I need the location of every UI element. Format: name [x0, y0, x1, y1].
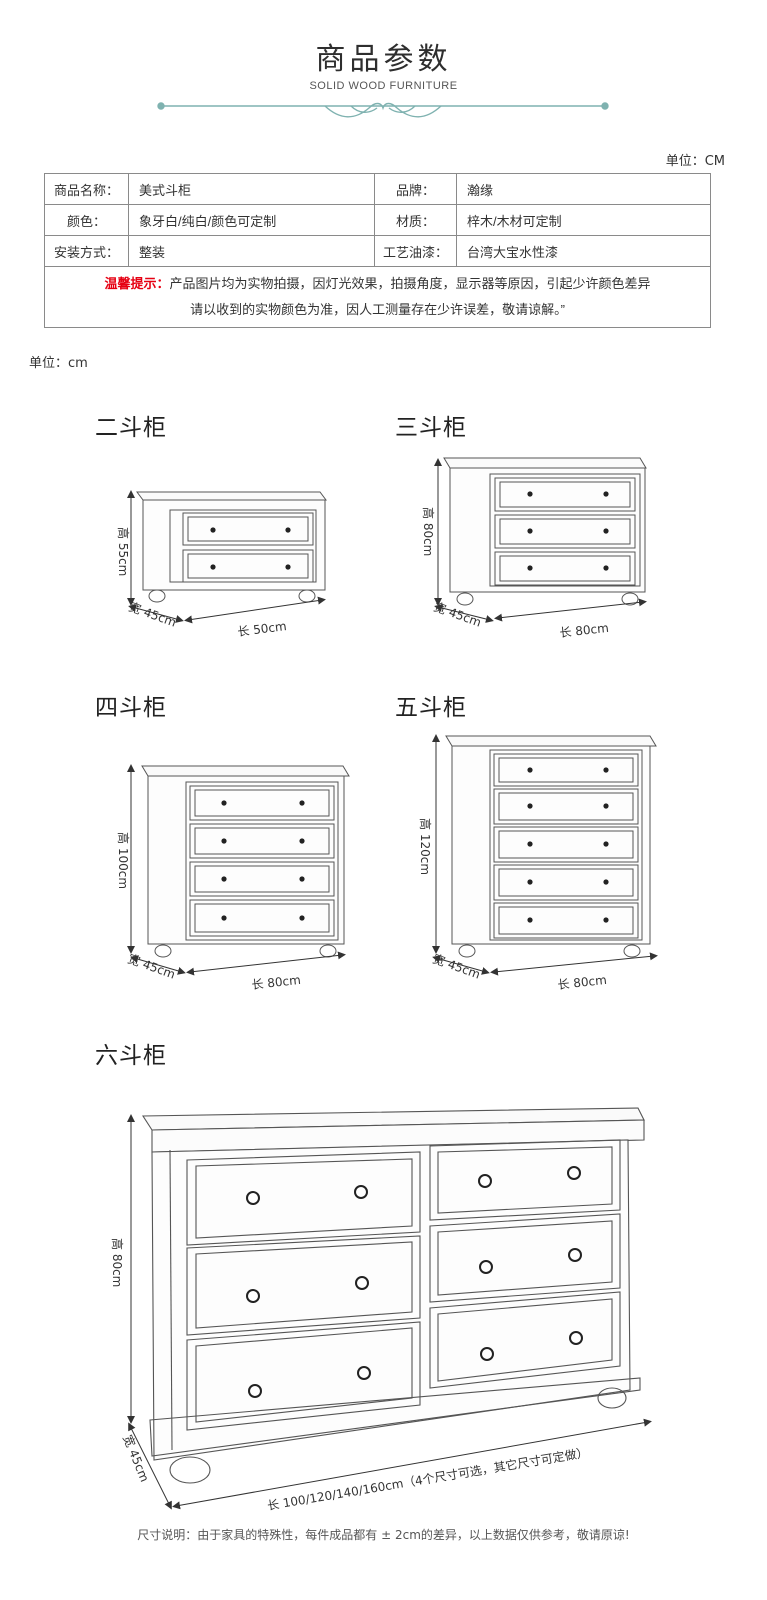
cabinet-title-6: 六斗柜 — [95, 1043, 167, 1069]
unit-label-cm: 单位：cm — [29, 356, 88, 371]
page-title: 商品参数 — [315, 42, 452, 77]
spec-label: 商品名称： — [44, 173, 129, 205]
cabinet-title-2: 二斗柜 — [95, 415, 167, 441]
cabinet-2-drawer-sketch — [136, 491, 327, 603]
cabinet-4-height-label: 高 100cm — [116, 832, 131, 889]
size-disclaimer: 尺寸说明：由于家具的特殊性，每件成品都有 ± 2cm的差异，以上数据仅供参考，敬… — [137, 1528, 630, 1542]
spec-label: 安装方式： — [44, 235, 129, 267]
cabinet-6-height-label: 高 80cm — [110, 1238, 125, 1287]
table-row: 安装方式： 整装 工艺油漆： 台湾大宝水性漆 — [44, 235, 711, 267]
cabinet-title-4: 四斗柜 — [95, 695, 167, 721]
cabinet-title-3: 三斗柜 — [395, 415, 467, 441]
cabinet-3-height-label: 高 80cm — [421, 507, 436, 556]
notice-line-2: 请以收到的实物颜色为准，因人工测量存在少许误差，敬请谅解。” — [190, 302, 565, 317]
table-row-notice: 温馨提示：产品图片均为实物拍摄，因灯光效果，拍摄角度，显示器等原因，引起少许颜色… — [44, 266, 711, 328]
page-subtitle: SOLID WOOD FURNITURE — [309, 80, 458, 92]
spec-value: 瀚缘 — [456, 173, 711, 205]
cabinet-3-width-label: 宽 45cm — [432, 599, 484, 630]
notice-line-1: 产品图片均为实物拍摄，因灯光效果，拍摄角度，显示器等原因，引起少许颜色差异 — [169, 276, 651, 291]
spec-value: 梓木/木材可定制 — [456, 204, 711, 236]
ornament-divider-icon — [157, 102, 609, 118]
table-row: 颜色： 象牙白/纯白/颜色可定制 材质： 梓木/木材可定制 — [44, 204, 711, 236]
cabinet-2-height-label: 高 55cm — [116, 527, 131, 576]
cabinet-4-width-label: 宽 45cm — [126, 951, 178, 982]
cabinet-4-drawer-sketch — [141, 765, 350, 958]
cabinet-5-width-label: 宽 45cm — [431, 951, 483, 982]
notice-label: 温馨提示： — [104, 276, 170, 291]
cabinet-5-length-label: 长 80cm — [557, 973, 608, 992]
cabinet-3-drawer-sketch — [443, 457, 647, 606]
cabinet-3-length-label: 长 80cm — [559, 621, 610, 640]
cabinet-6-length-label: 长 100/120/140/160cm（4个尺寸可选，其它尺寸可定做） — [266, 1444, 589, 1513]
cabinet-5-drawer-sketch — [445, 735, 657, 958]
spec-table: 商品名称： 美式斗柜 品牌： 瀚缘 颜色： 象牙白/纯白/颜色可定制 材质： 梓… — [44, 173, 711, 328]
unit-label: 单位：CM — [665, 154, 725, 169]
notice-cell: 温馨提示：产品图片均为实物拍摄，因灯光效果，拍摄角度，显示器等原因，引起少许颜色… — [44, 266, 711, 328]
cabinet-6-width-label: 宽 45cm — [120, 1433, 152, 1484]
spec-label: 材质： — [374, 204, 457, 236]
cabinet-6-drawer-sketch — [142, 1107, 645, 1484]
table-row: 商品名称： 美式斗柜 品牌： 瀚缘 — [44, 173, 711, 205]
cabinet-title-5: 五斗柜 — [395, 695, 467, 721]
cabinet-2-length-label: 长 50cm — [237, 619, 288, 639]
cabinet-2-width-label: 宽 45cm — [127, 599, 179, 630]
cabinet-4-length-label: 长 80cm — [251, 973, 302, 992]
cabinet-5-height-label: 高 120cm — [418, 818, 433, 875]
